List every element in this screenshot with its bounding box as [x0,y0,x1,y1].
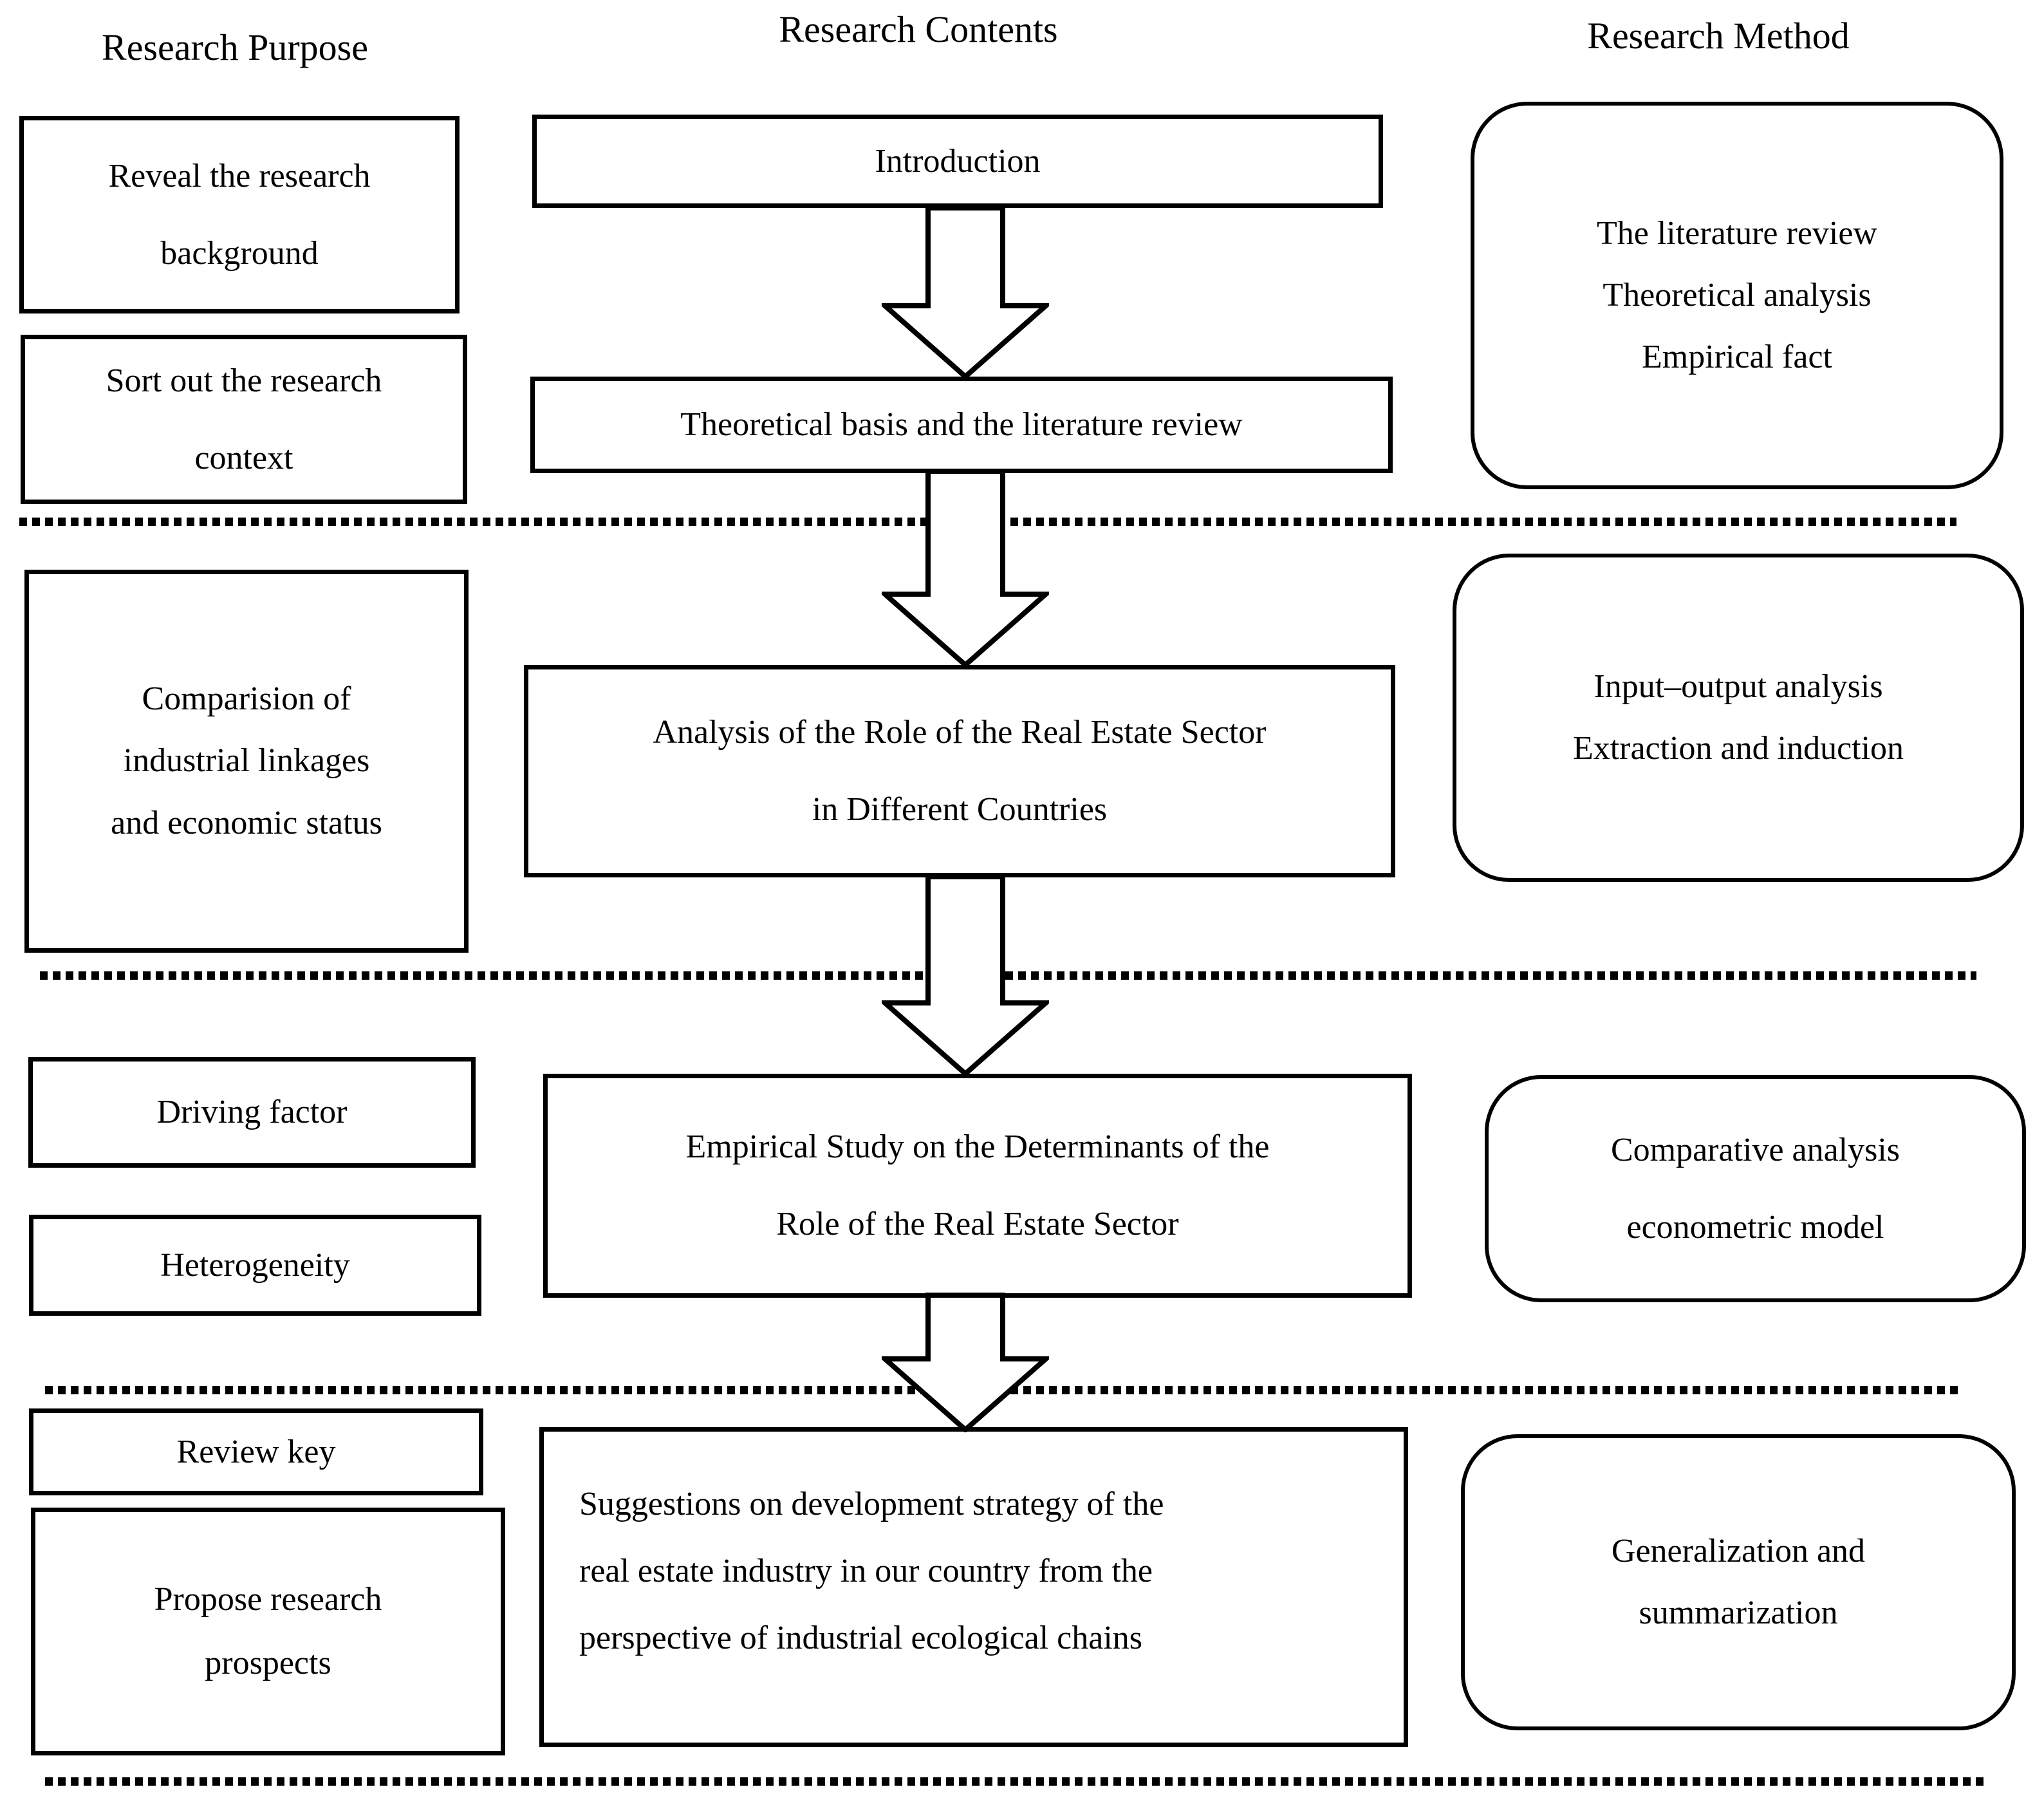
method-box-comparative-analysis-label: Comparative analysis econometric model [1610,1131,1900,1246]
method-box-literature-review-label: The literature review Theoretical analys… [1597,214,1877,376]
contents-box-analysis-role-label: Analysis of the Role of the Real Estate … [653,714,1267,828]
method-box-generalization-label: Generalization and summarization [1611,1532,1866,1631]
down-arrow-icon-4 [882,1293,1049,1432]
purpose-box-sort-context: Sort out the research context [21,335,467,504]
purpose-box-reveal-background-label: Reveal the research background [108,157,371,272]
column-header-purpose: Research Purpose [102,26,368,69]
purpose-box-propose-prospects: Propose research prospects [31,1508,505,1755]
purpose-box-propose-prospects-label: Propose research prospects [154,1580,382,1681]
down-arrow-icon-3 [882,874,1049,1076]
purpose-box-sort-context-label: Sort out the research context [106,362,382,476]
method-box-generalization: Generalization and summarization [1461,1434,2016,1730]
column-header-contents: Research Contents [779,8,1057,51]
method-box-comparative-analysis: Comparative analysis econometric model [1485,1075,2026,1302]
column-header-purpose-label: Research Purpose [102,26,368,68]
purpose-box-comparison-linkages: Comparision of industrial linkages and e… [24,570,469,953]
contents-box-empirical-study: Empirical Study on the Determinants of t… [543,1074,1412,1298]
contents-box-empirical-study-label: Empirical Study on the Determinants of t… [685,1128,1270,1242]
down-arrow-icon-2 [882,469,1049,668]
purpose-box-reveal-background: Reveal the research background [19,116,460,313]
purpose-box-driving-factor: Driving factor [28,1057,476,1168]
contents-box-suggestions-strategy-label: Suggestions on development strategy of t… [579,1485,1164,1656]
contents-box-analysis-role: Analysis of the Role of the Real Estate … [524,665,1395,877]
purpose-box-heterogeneity: Heterogeneity [29,1215,481,1316]
column-header-method-label: Research Method [1587,15,1850,57]
dotted-divider-4 [45,1777,1989,1786]
contents-box-suggestions-strategy: Suggestions on development strategy of t… [539,1427,1408,1747]
contents-box-theoretical-basis: Theoretical basis and the literature rev… [530,377,1393,473]
down-arrow-icon-1 [882,205,1049,379]
contents-box-introduction-label: Introduction [875,142,1041,180]
method-box-input-output: Input–output analysis Extraction and ind… [1453,554,2024,882]
method-box-input-output-label: Input–output analysis Extraction and ind… [1572,668,1904,767]
column-header-method: Research Method [1587,14,1849,57]
purpose-box-comparison-linkages-label: Comparision of industrial linkages and e… [111,680,382,841]
purpose-box-heterogeneity-label: Heterogeneity [160,1246,350,1284]
contents-box-theoretical-basis-label: Theoretical basis and the literature rev… [680,406,1243,444]
purpose-box-review-key-label: Review key [176,1433,336,1470]
contents-box-introduction: Introduction [532,115,1383,208]
method-box-literature-review: The literature review Theoretical analys… [1471,102,2003,489]
dotted-divider-2 [40,971,1976,980]
column-header-contents-label: Research Contents [779,8,1058,50]
purpose-box-review-key: Review key [29,1408,483,1495]
purpose-box-driving-factor-label: Driving factor [156,1094,348,1131]
